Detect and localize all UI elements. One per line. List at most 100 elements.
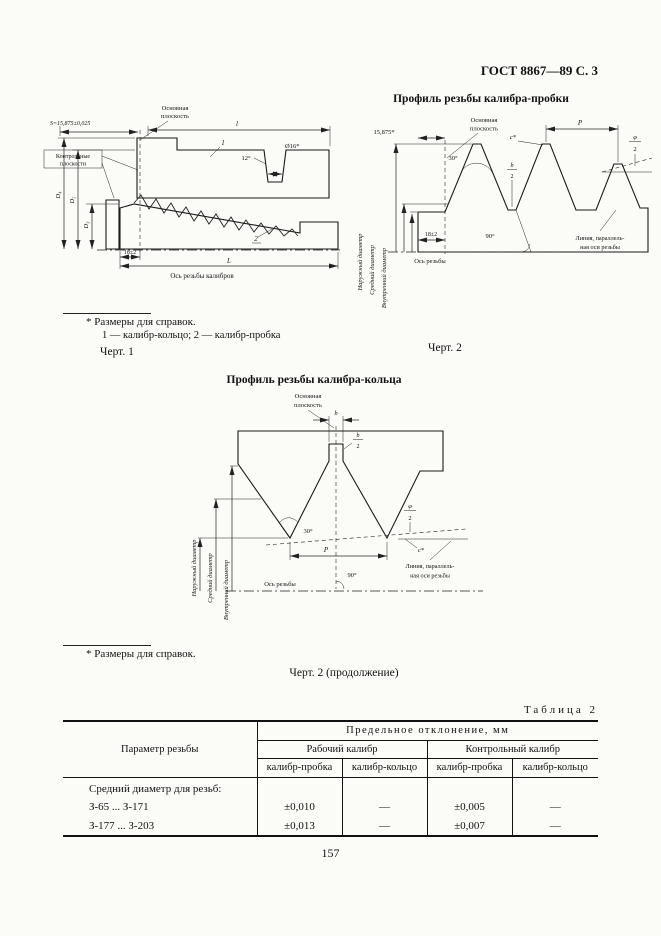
value-cell: — xyxy=(341,816,428,836)
fig2-phi-numerator: φ xyxy=(633,134,637,141)
fig1-dim-18-label: 18±2 xyxy=(124,250,136,256)
table-row: З-177 ... З-203 ±0,013 — ±0,007 — xyxy=(63,816,598,836)
table-header-deviation: Предельное отклонение, мм xyxy=(256,720,598,741)
fig2-outer-diameter-label: Наружный диаметр xyxy=(357,233,364,292)
fig1-d4-label: D₄ xyxy=(55,191,62,200)
fig3-footnote-star: * Размеры для справок. xyxy=(86,648,196,660)
fig3-labels: Основная плоскость b b 2 30° P φ 2 c* 90… xyxy=(191,393,454,620)
param-cell: З-65 ... З-171 xyxy=(63,798,258,817)
value-cell xyxy=(426,777,513,799)
fig3-pitch-label: P xyxy=(323,546,329,554)
fig2-base-plane-label-1: Основная xyxy=(471,117,498,124)
fig2-pitch-label: P xyxy=(577,119,583,127)
thread-zigzag xyxy=(133,194,299,237)
fig2-middle-diameter-label: Средний диаметр xyxy=(369,244,376,294)
fig2-parallel-line-label-2: ная оси резьбы xyxy=(580,244,621,251)
param-cell: З-177 ... З-203 xyxy=(63,816,258,836)
fig1-d3-label: D₃ xyxy=(83,222,90,230)
fig3-middle-diameter-label: Средний диаметр xyxy=(207,552,214,602)
value-cell: ±0,005 xyxy=(426,798,513,817)
fig1-dia-16-label: Ø16* xyxy=(285,143,299,150)
fig3-caption: Черт. 2 (продолжение) xyxy=(289,667,399,679)
table-2: Параметр резьбы Предельное отклонение, м… xyxy=(63,720,598,837)
fig3-angle-90-label: 90° xyxy=(347,572,357,579)
table-subheader-control-ring: калибр-кольцо xyxy=(511,758,598,778)
fig2-dim-15875-label: 15,875* xyxy=(373,129,394,136)
table-header-param: Параметр резьбы xyxy=(63,720,258,778)
doc-reference: ГОСТ 8867—89 С. 3 xyxy=(480,63,598,78)
fig3-parallel-line-label-1: Линия, параллель- xyxy=(406,563,455,570)
value-cell xyxy=(341,777,428,799)
fig1-s-dimension-label: S=15,875±0,025 xyxy=(50,121,90,127)
fig1-base-plane-label-2: плоскость xyxy=(161,113,189,120)
fig2-c-star-label: c* xyxy=(510,134,517,141)
fig2-b-denominator: 2 xyxy=(511,174,514,180)
value-cell: ±0,013 xyxy=(256,816,343,836)
fig2-b-numerator: b xyxy=(511,163,514,169)
fig2-base-plane-label-2: плоскость xyxy=(470,126,498,133)
fig3-b2-numerator: b xyxy=(357,433,360,439)
fig1-control-planes-label-2: плоскости xyxy=(60,162,87,168)
fig3-outer-diameter-label: Наружный диаметр xyxy=(191,539,198,598)
fig2-labels: 15,875* Основная плоскость 30° c* P φ 2 … xyxy=(357,117,637,308)
fig3-phi-numerator: φ xyxy=(408,503,412,510)
clamp-part-section xyxy=(105,199,120,250)
fig1-L-dimension-label: L xyxy=(226,257,231,265)
fig1-base-plane-label-1: Основная xyxy=(162,105,189,112)
fig3-axis-label: Ось резьбы xyxy=(264,581,296,588)
value-cell: — xyxy=(341,798,428,817)
fig3-base-plane-label-2: плоскость xyxy=(294,402,322,409)
fig1-gauge-sections xyxy=(97,130,340,252)
fig3-base-plane-label-1: Основная xyxy=(295,393,322,400)
fig3-c-star-label: c* xyxy=(418,547,425,554)
fig3-inner-diameter-label: Внутренний диаметр xyxy=(223,559,230,620)
fig2-parallel-line-label-1: Линия, параллель- xyxy=(576,235,625,242)
value-cell: ±0,007 xyxy=(426,816,513,836)
fig3-dimension-lines xyxy=(197,409,452,591)
fig2-caption: Черт. 2 xyxy=(428,342,462,354)
fig3-profile-section xyxy=(226,426,483,592)
fig1-footnote-items: 1 — калибр-кольцо; 2 — калибр-пробка xyxy=(102,330,281,341)
table-subheader-working-plug: калибр-пробка xyxy=(257,758,343,778)
fig1-footnote-star: * Размеры для справок. xyxy=(86,316,196,328)
fig1-item1-label: 1 xyxy=(221,139,225,147)
value-cell: ±0,010 xyxy=(256,798,343,817)
table-subheader-working-ring: калибр-кольцо xyxy=(341,758,428,778)
fig2-inner-diameter-label: Внутренний диаметр xyxy=(381,247,388,308)
table-header-control-gauge: Контрольный калибр xyxy=(426,739,598,760)
table-title: Таблица 2 xyxy=(523,704,598,716)
param-cell: Средний диаметр для резьб: xyxy=(63,777,258,799)
fig2-dim-18-label: 18±2 xyxy=(425,232,437,238)
fig3-b2-denominator: 2 xyxy=(357,444,360,450)
fig1-control-planes-label-1: Контрольные xyxy=(56,154,91,160)
fig2-title: Профиль резьбы калибра-пробки xyxy=(393,93,569,105)
fig2-angle-90-label: 90° xyxy=(485,233,495,240)
fig1-labels: Основная плоскость S=15,875±0,025 l 1 12… xyxy=(50,105,299,280)
fig1-d5-label: D₅ xyxy=(69,197,76,205)
fig1-l-dimension-label: l xyxy=(236,120,238,128)
fig1-item2-label: 2 xyxy=(254,235,258,243)
table-row: Средний диаметр для резьб: xyxy=(63,777,598,799)
page-number: 157 xyxy=(321,846,340,860)
pitch-taper-line xyxy=(265,528,467,546)
fig3-drawing: Основная плоскость b b 2 30° P φ 2 c* 90… xyxy=(191,393,483,620)
pitch-taper-line xyxy=(601,157,653,173)
table-header-working-gauge: Рабочий калибр xyxy=(257,739,428,760)
table-row: З-65 ... З-171 ±0,010 — ±0,005 — xyxy=(63,798,598,817)
fig1-angle-12-label: 12° xyxy=(241,155,251,162)
fig3-parallel-line-label-2: ная оси резьбы xyxy=(410,573,451,580)
fig3-angle-30-label: 30° xyxy=(303,528,313,535)
fig3-title: Профиль резьбы калибра-кольца xyxy=(226,374,402,386)
fig1-drawing: Основная плоскость S=15,875±0,025 l 1 12… xyxy=(43,105,340,280)
footnote-rule-2 xyxy=(63,645,151,646)
ring-gauge-section xyxy=(136,137,330,199)
fig2-profile-section xyxy=(388,140,653,254)
table-subheader-control-plug: калибр-пробка xyxy=(426,758,513,778)
fig2-axis-label: Ось резьбы xyxy=(414,258,446,265)
fig2-angle-30-label: 30° xyxy=(448,155,458,162)
plug-gauge-section xyxy=(119,203,339,250)
fig3-b-dimension-label: b xyxy=(334,410,338,417)
plug-thread-profile xyxy=(417,143,649,253)
fig1-dimension-lines xyxy=(43,120,339,269)
